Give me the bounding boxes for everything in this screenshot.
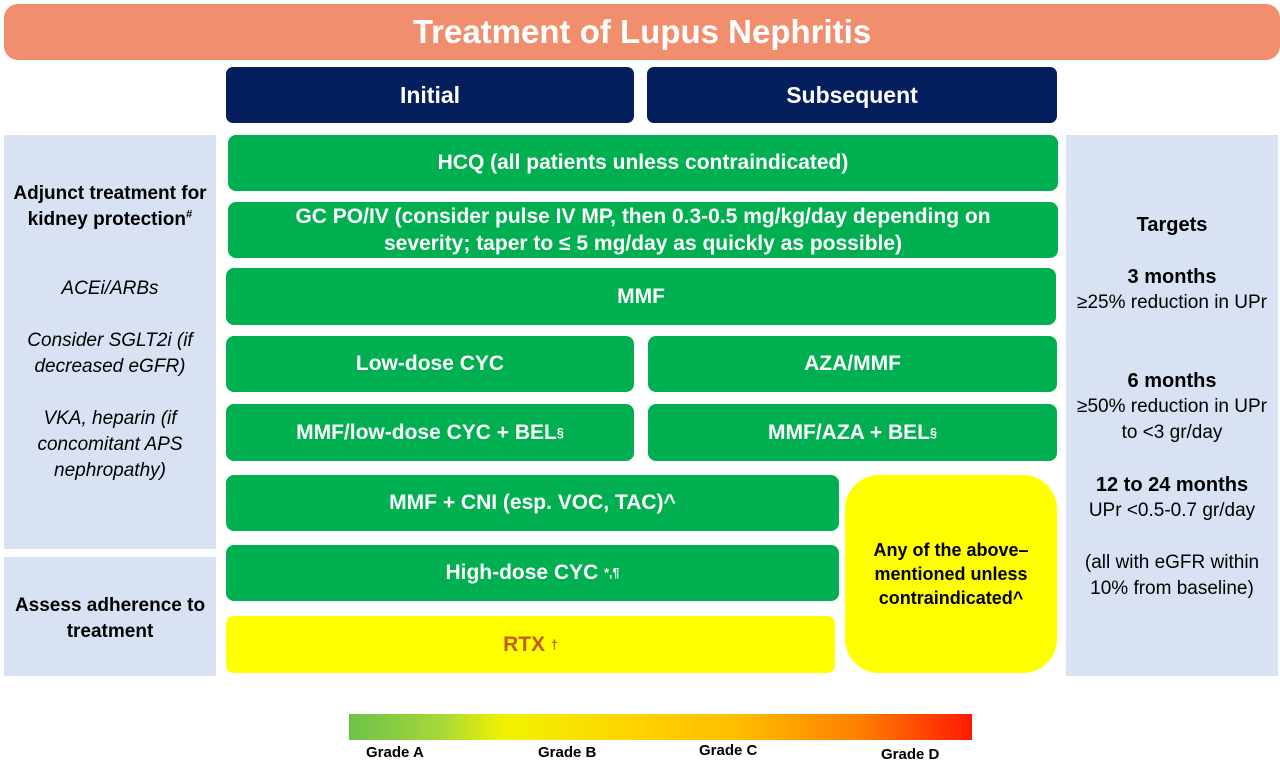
mmf-low-cyc-bel-box: MMF/low-dose CYC + BEL§ [226, 404, 634, 461]
any-above-box: Any of the above–mentioned unless contra… [845, 475, 1057, 673]
adjunct-item-vka: VKA, heparin (if concomitant APS nephrop… [37, 408, 183, 481]
grade-d-label: Grade D [881, 746, 940, 763]
target-3-months-label: 3 months [1127, 266, 1217, 288]
mmf-cni-box: MMF + CNI (esp. VOC, TAC)^ [226, 475, 839, 531]
grade-c-label: Grade C [699, 742, 758, 759]
grade-b-label: Grade B [538, 744, 597, 761]
targets-title: Targets [1136, 214, 1208, 236]
header-initial: Initial [226, 67, 634, 123]
adherence-text: Assess adherence to treatment [14, 595, 206, 642]
adherence-panel [4, 557, 216, 676]
grade-a-label: Grade A [366, 744, 424, 761]
grade-gradient-bar [349, 714, 972, 740]
page-title: Treatment of Lupus Nephritis [4, 4, 1280, 60]
targets-panel [1066, 135, 1278, 676]
adjunct-item-acei: ACEi/ARBs [61, 278, 159, 299]
target-6-months-text: ≥50% reduction in UPr to <3 gr/day [1077, 396, 1267, 443]
target-3-months-text: ≥25% reduction in UPr [1077, 292, 1267, 313]
hcq-box: HCQ (all patients unless contraindicated… [228, 135, 1058, 191]
adjunct-panel [4, 135, 216, 549]
target-6-months-label: 6 months [1127, 370, 1217, 392]
low-dose-cyc-box: Low-dose CYC [226, 336, 634, 392]
high-dose-cyc-box: High-dose CYC *,¶ [226, 545, 839, 601]
aza-mmf-box: AZA/MMF [648, 336, 1057, 392]
header-subsequent: Subsequent [647, 67, 1057, 123]
adjunct-item-sglt2i: Consider SGLT2i (if decreased eGFR) [27, 330, 193, 377]
targets-note: (all with eGFR within 10% from baseline) [1084, 552, 1260, 599]
target-12-months-text: UPr <0.5-0.7 gr/day [1088, 500, 1256, 521]
mmf-box: MMF [226, 268, 1056, 325]
gc-box: GC PO/IV (consider pulse IV MP, then 0.3… [228, 202, 1058, 258]
rtx-box: RTX † [226, 616, 835, 673]
adjunct-title: Adjunct treatment for kidney protection# [13, 183, 207, 230]
mmf-aza-bel-box: MMF/AZA + BEL§ [648, 404, 1057, 461]
target-12-months-label: 12 to 24 months [1095, 474, 1249, 496]
